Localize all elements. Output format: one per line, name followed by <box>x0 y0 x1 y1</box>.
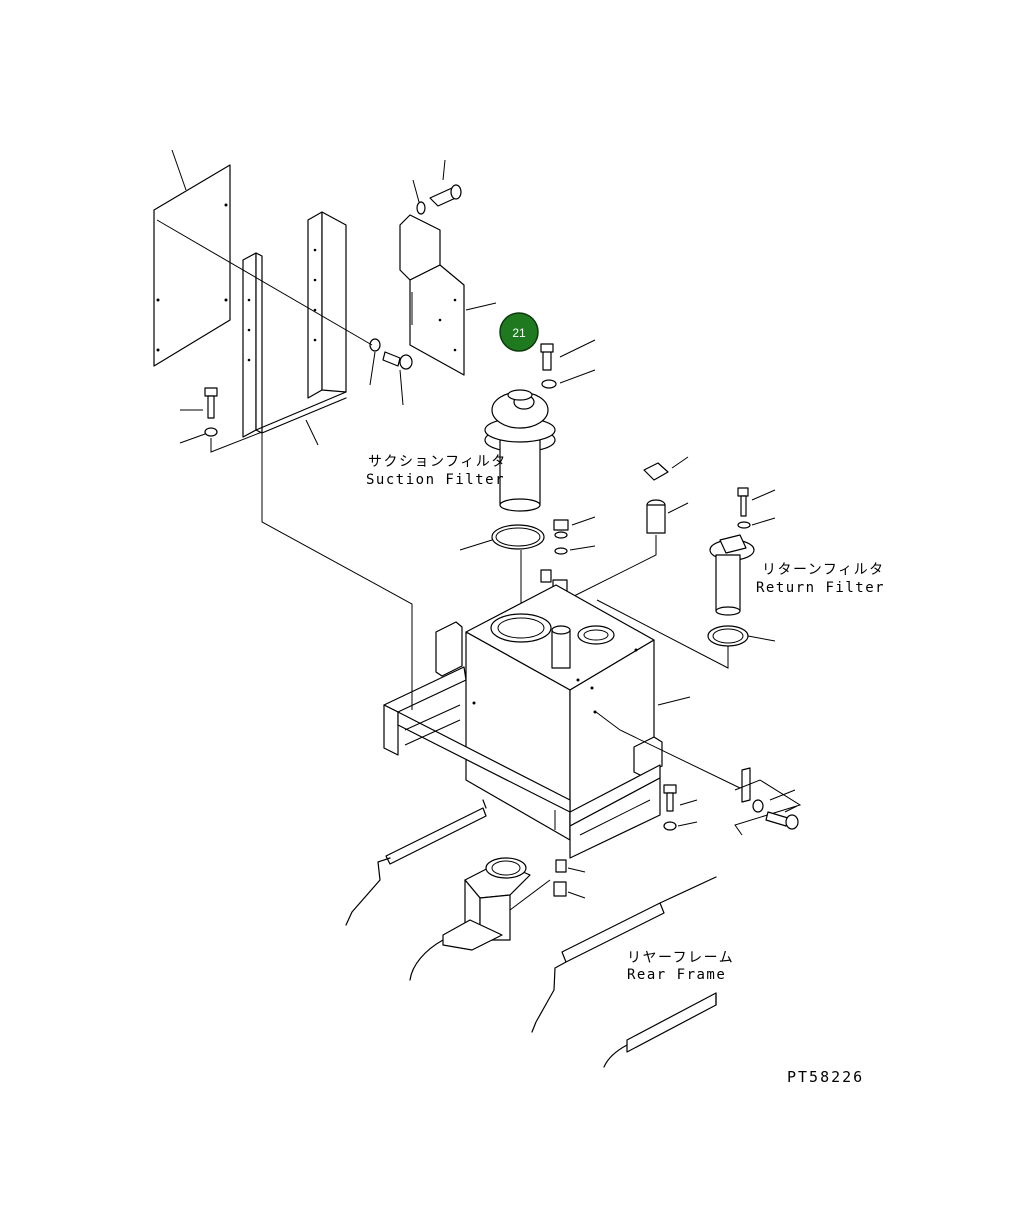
rear-frame-label-jp: リヤーフレーム <box>627 950 734 966</box>
suction-filter <box>484 339 596 512</box>
callout-number: 21 <box>512 326 526 340</box>
suction-filter-label-jp: サクションフィルタ <box>368 454 507 470</box>
left-bolts <box>179 387 263 453</box>
bracket-uprights <box>242 211 347 446</box>
drawing-code: PT58226 <box>787 1068 864 1086</box>
hydraulic-tank <box>435 584 741 841</box>
return-filter <box>596 487 776 669</box>
right-bolts <box>663 767 802 836</box>
filter-bracket-plate <box>399 214 497 376</box>
suction-filter-label-en: Suction Filter <box>366 472 505 488</box>
middle-bolt <box>156 219 413 406</box>
return-filter-label-jp: リターンフィルタ <box>762 562 885 578</box>
rear-frame-label-en: Rear Frame <box>627 967 726 983</box>
rear-frame <box>345 799 717 1068</box>
support-frame <box>261 433 661 859</box>
return-filter-label-en: Return Filter <box>756 580 885 596</box>
breather <box>565 456 689 601</box>
callout-marker-21[interactable]: 21 <box>499 312 539 352</box>
cover-panel <box>153 149 231 367</box>
top-bolt <box>412 159 462 215</box>
suction-gasket <box>459 524 545 612</box>
